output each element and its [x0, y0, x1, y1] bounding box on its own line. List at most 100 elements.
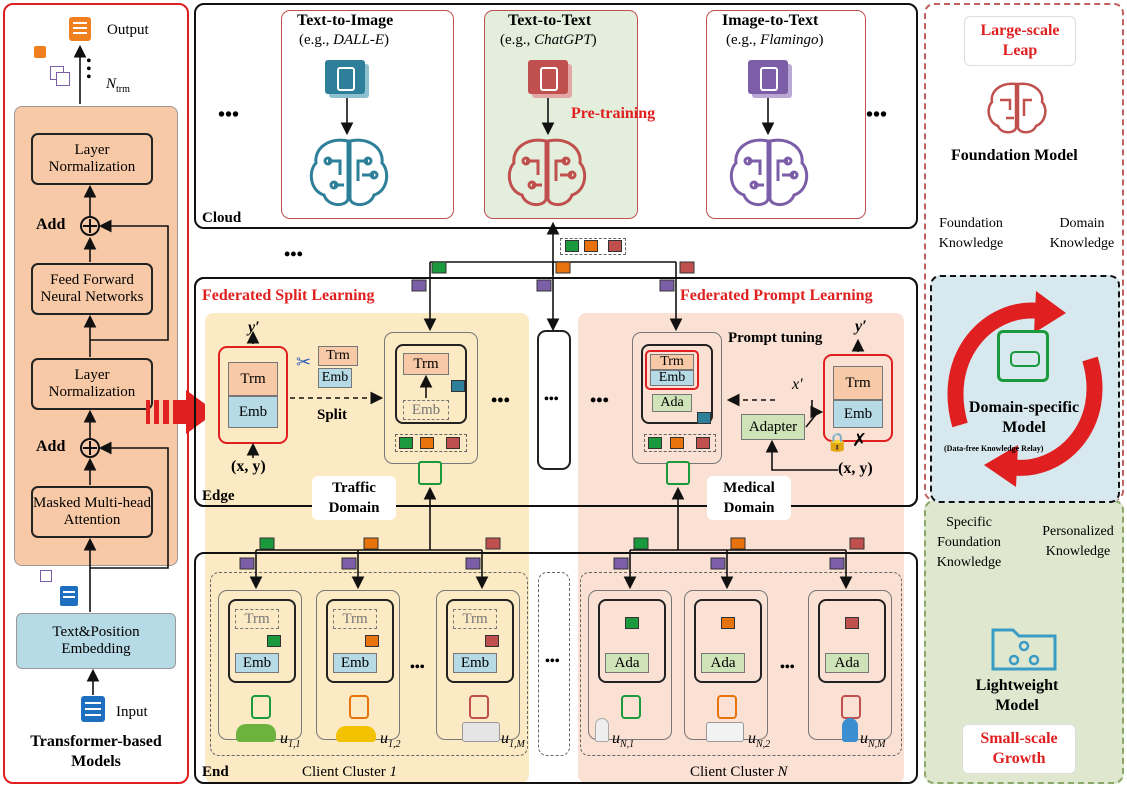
add-label-mid: Add	[36, 438, 66, 455]
input-label: Input	[116, 704, 148, 720]
end-panel	[194, 552, 918, 784]
brain-icon-i2t	[728, 135, 810, 209]
yprime-left: y′	[248, 319, 260, 336]
client-u12: Trm Emb	[316, 590, 400, 740]
client-uNM: Ada	[808, 590, 892, 740]
xy-right: (x, y)	[838, 460, 873, 477]
database-icon-t2i	[325, 60, 365, 94]
chip-car-icon-domain	[997, 330, 1049, 382]
doc-stack-icon	[34, 46, 46, 58]
yprime-right: y′	[855, 318, 867, 335]
user-u12: u1,2	[380, 730, 401, 751]
personalized-knowledge-label: Personalized Knowledge	[1042, 524, 1114, 559]
transformer-title: Transformer-based Models	[30, 733, 162, 770]
fpl-label: Federated Prompt Learning	[680, 287, 873, 304]
xprime-label: x′	[792, 376, 803, 393]
user-uN1: uN,1	[612, 730, 635, 751]
emb-block-split: Emb	[318, 368, 352, 388]
edge-label: Edge	[202, 488, 235, 504]
edge-ellipsis-1: •••	[491, 390, 510, 410]
clusterN-label: Client Cluster N	[690, 764, 788, 780]
add-icon-mid	[80, 438, 100, 458]
emb-block-edge-medical: Emb	[650, 370, 694, 386]
ada-block-edge-medical: Ada	[652, 394, 692, 412]
layer-norm-mid: Layer Normalization	[31, 358, 153, 410]
edge-panel-border	[194, 277, 918, 507]
emb-block-local: Emb	[228, 396, 278, 428]
edge-ellipsis-2: •••	[590, 390, 609, 410]
brain-icon-t2i	[308, 135, 390, 209]
relay-label: (Data-free Knowledge Relay)	[944, 444, 1044, 453]
large-scale-label: Large-scale Leap	[964, 16, 1076, 66]
edge-gap-box	[537, 330, 571, 470]
adapter-box: Adapter	[741, 414, 805, 440]
client-uN2: Ada	[684, 590, 768, 740]
masked-attention-box: Masked Multi-head Attention	[31, 486, 153, 538]
prompt-tuning-label: Prompt tuning	[728, 330, 823, 346]
user-u11: u1,1	[280, 730, 301, 751]
trm-block-prompt: Trm	[833, 366, 883, 400]
model-card-t2t	[484, 10, 638, 219]
database-icon-t2t	[528, 60, 568, 94]
output-label: Output	[107, 22, 149, 38]
doc-stack-icon-2	[40, 570, 52, 582]
edge-ellipsis-gap: •••	[544, 392, 559, 407]
layer-norm-top: Layer Normalization	[31, 133, 153, 185]
lightweight-model-label: Lightweight Model	[975, 677, 1059, 714]
doctor-icon	[595, 718, 609, 742]
ambulance-icon	[706, 722, 744, 742]
trm-block-split: Trm	[318, 346, 358, 366]
model-title-t2i: Text-to-Image	[297, 12, 394, 29]
add-label-top: Add	[36, 216, 66, 233]
traffic-domain-label: Traffic Domain	[312, 476, 396, 520]
cloud-ellipsis-left: •••	[218, 104, 240, 126]
ntrm-dots: •••	[86, 53, 92, 86]
model-eg-t2t: (e.g., ChatGPT)	[500, 32, 597, 48]
transfer-arrow	[146, 390, 216, 434]
clusterN-box	[580, 572, 902, 756]
emb-block-edge-traffic: Emb	[403, 400, 449, 420]
car-icon-green	[236, 724, 276, 742]
add-icon-top	[80, 216, 100, 236]
pretraining-label: Pre-training	[571, 105, 656, 122]
client-uN1: Ada	[588, 590, 672, 740]
foundation-brain-icon	[986, 80, 1048, 136]
output-icon	[69, 17, 91, 41]
gap-box-end	[538, 572, 570, 756]
client-u1M: Trm Emb	[436, 590, 520, 740]
emb-block-prompt: Emb	[833, 400, 883, 428]
model-eg-i2t: (e.g., Flamingo)	[726, 32, 824, 48]
ffn-box: Feed Forward Neural Networks	[31, 263, 153, 315]
cloud-label: Cloud	[202, 210, 242, 226]
model-eg-t2i: (e.g., DALL-E)	[299, 32, 389, 48]
input-doc-icon	[60, 586, 78, 606]
trm-block-local: Trm	[228, 362, 278, 396]
user-uN2: uN,2	[748, 730, 771, 751]
brain-icon-t2t	[506, 135, 588, 209]
trm-block-edge-medical: Trm	[650, 354, 694, 370]
cluster1-label: Client Cluster 1	[302, 764, 397, 780]
cluster1-box	[210, 572, 528, 756]
cloud-ellipsis-right: •••	[866, 104, 888, 126]
user-u1M: u1,M	[501, 730, 525, 751]
end-ellipsis-medical: •••	[780, 660, 795, 675]
folder-network-icon	[990, 622, 1058, 672]
client-u11: Trm Emb	[218, 590, 302, 740]
database-icon-i2t	[748, 60, 788, 94]
input-icon	[81, 696, 105, 722]
model-card-t2i	[281, 10, 454, 219]
fsl-label: Federated Split Learning	[202, 287, 375, 304]
model-title-i2t: Image-to-Text	[722, 12, 819, 29]
xy-left: (x, y)	[231, 458, 266, 475]
domain-knowledge-label: Domain Knowledge	[1049, 216, 1115, 251]
small-scale-label: Small-scale Growth	[962, 724, 1076, 774]
end-ellipsis-gap: •••	[545, 654, 560, 669]
truck-icon	[462, 722, 500, 742]
between-ellipsis: •••	[284, 244, 303, 264]
foundation-knowledge-label: Foundation Knowledge	[938, 216, 1004, 251]
taxi-icon	[336, 726, 376, 742]
ntrm-label: Ntrm	[106, 76, 130, 95]
user-uNM: uN,M	[860, 730, 886, 751]
scissors-icon: ✂	[296, 352, 312, 372]
chip-car-icon-traffic	[418, 461, 442, 485]
